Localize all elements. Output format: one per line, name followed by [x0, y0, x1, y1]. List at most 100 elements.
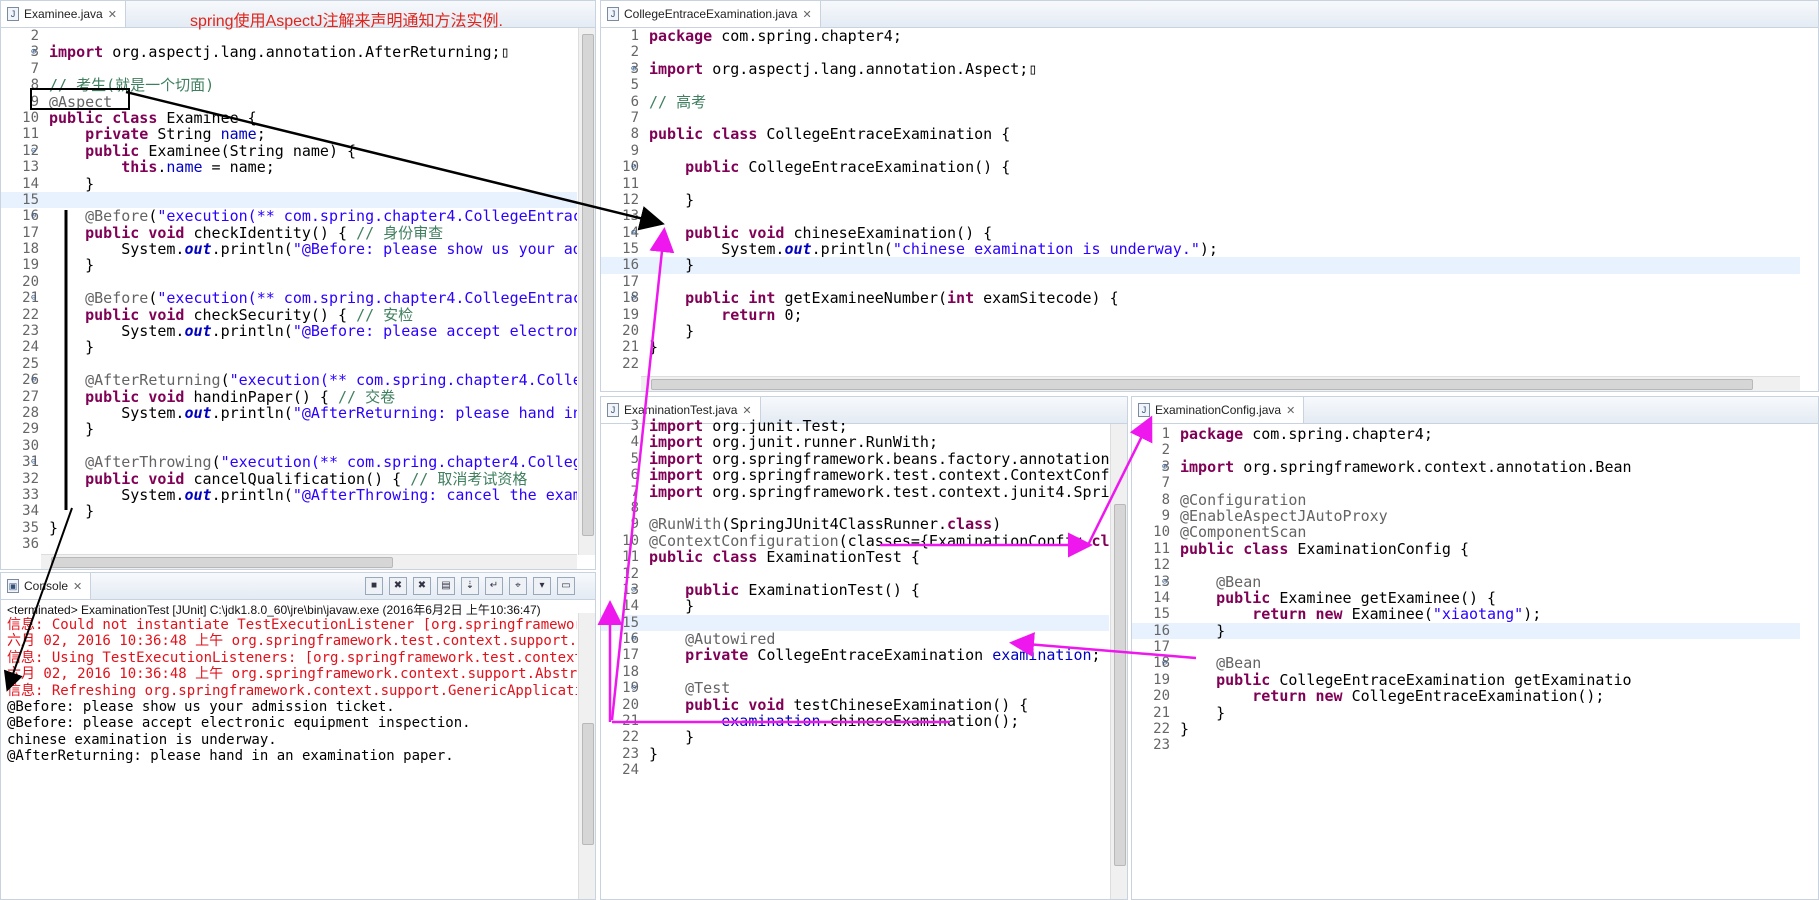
code-line[interactable]: 14 public Examinee getExaminee() {: [1132, 590, 1800, 606]
code-line[interactable]: 13⊖ public ExaminationTest() {: [601, 582, 1109, 598]
expand-fold-icon[interactable]: ⊕: [631, 63, 637, 74]
open-console-icon[interactable]: ▭: [557, 577, 575, 595]
code-line[interactable]: 22: [601, 356, 1800, 372]
remove-launch-icon[interactable]: ✖: [389, 577, 407, 595]
collapse-fold-icon[interactable]: ⊖: [31, 293, 37, 304]
horizontal-scrollbar[interactable]: [641, 376, 1800, 391]
code-line[interactable]: 20: [1, 274, 577, 290]
display-console-icon[interactable]: ▾: [533, 577, 551, 595]
code-line[interactable]: 23: [1132, 737, 1800, 753]
code-line[interactable]: 7: [1, 61, 577, 77]
close-icon[interactable]: ✕: [73, 580, 83, 593]
tab-config[interactable]: J ExaminationConfig.java ✕: [1132, 397, 1305, 423]
code-line[interactable]: 20 public void testChineseExamination() …: [601, 696, 1109, 713]
code-line[interactable]: 19 public CollegeEntraceExamination getE…: [1132, 672, 1800, 688]
code-line[interactable]: 9@Aspect: [1, 93, 577, 110]
code-line[interactable]: 9: [601, 143, 1800, 159]
code-line[interactable]: 2: [601, 44, 1800, 60]
code-line[interactable]: 16⊖ @Before("execution(** com.spring.cha…: [1, 208, 577, 224]
code-line[interactable]: 14 }: [601, 598, 1109, 614]
code-line[interactable]: 21}: [601, 339, 1800, 355]
code-line[interactable]: 28 System.out.println("@AfterReturning: …: [1, 405, 577, 421]
code-line[interactable]: 11: [601, 176, 1800, 192]
collapse-fold-icon[interactable]: ⊖: [31, 375, 37, 386]
code-line[interactable]: 22 public void checkSecurity() { // 安检: [1, 306, 577, 323]
vertical-scrollbar[interactable]: [1110, 424, 1127, 899]
code-line[interactable]: 3⊕import org.springframework.context.ann…: [1132, 459, 1800, 475]
expand-fold-icon[interactable]: ⊕: [1162, 461, 1168, 472]
code-line[interactable]: 22 }: [601, 729, 1109, 745]
collapse-fold-icon[interactable]: ⊖: [631, 584, 637, 595]
code-line[interactable]: 12⊖ public Examinee(String name) {: [1, 143, 577, 159]
close-icon[interactable]: ✕: [742, 404, 752, 417]
code-line[interactable]: 36: [1, 536, 577, 552]
code-line[interactable]: 33 System.out.println("@AfterThrowing: c…: [1, 487, 577, 503]
code-line[interactable]: 18⊖ @Bean: [1132, 655, 1800, 671]
code-line[interactable]: 16⊖ @Autowired: [601, 631, 1109, 647]
code-line[interactable]: 2: [1, 28, 577, 44]
code-line[interactable]: 14⊖ public void chineseExamination() {: [601, 224, 1800, 241]
horizontal-scrollbar[interactable]: [41, 554, 577, 569]
clear-console-icon[interactable]: ▤: [437, 577, 455, 595]
tab-examinee[interactable]: J Examinee.java ✕: [1, 1, 126, 27]
close-icon[interactable]: ✕: [802, 8, 812, 21]
code-line[interactable]: 10⊖ public CollegeEntraceExamination() {: [601, 159, 1800, 175]
code-line[interactable]: 24 }: [1, 339, 577, 355]
code-line[interactable]: 8@Configuration: [1132, 491, 1800, 508]
collapse-fold-icon[interactable]: ⊖: [631, 293, 637, 304]
code-line[interactable]: 14 }: [1, 175, 577, 192]
code-line[interactable]: 7: [601, 110, 1800, 126]
collapse-fold-icon[interactable]: ⊖: [631, 227, 637, 238]
close-icon[interactable]: ✕: [107, 8, 117, 21]
collapse-fold-icon[interactable]: ⊖: [1162, 576, 1168, 587]
scroll-lock-icon[interactable]: ⇣: [461, 577, 479, 595]
code-line[interactable]: 16 }: [601, 257, 1800, 274]
code-line[interactable]: 30: [1, 438, 577, 454]
collapse-fold-icon[interactable]: ⊖: [31, 457, 37, 468]
code-line[interactable]: 21 }: [1132, 704, 1800, 721]
code-line[interactable]: 18⊖ public int getExamineeNumber(int exa…: [601, 290, 1800, 306]
collapse-fold-icon[interactable]: ⊖: [631, 634, 637, 645]
code-line[interactable]: 7: [1132, 475, 1800, 491]
code-line[interactable]: 2: [1132, 442, 1800, 458]
code-line[interactable]: 8: [601, 500, 1109, 516]
code-line[interactable]: 15 return new Examinee("xiaotang");: [1132, 606, 1800, 622]
code-line[interactable]: 19 }: [1, 257, 577, 273]
code-line[interactable]: 13 this.name = name;: [1, 159, 577, 175]
code-line[interactable]: 24: [601, 762, 1109, 778]
code-line[interactable]: 13⊖ @Bean: [1132, 573, 1800, 590]
collapse-fold-icon[interactable]: ⊖: [631, 683, 637, 694]
code-line[interactable]: 12 }: [601, 192, 1800, 208]
collapse-fold-icon[interactable]: ⊖: [1162, 658, 1168, 669]
code-line[interactable]: 22}: [1132, 721, 1800, 737]
code-line[interactable]: 20 }: [601, 323, 1800, 339]
code-line[interactable]: 23}: [601, 746, 1109, 762]
code-line[interactable]: 27 public void handinPaper() { // 交卷: [1, 388, 577, 405]
code-line[interactable]: 25: [1, 356, 577, 372]
code-line[interactable]: 15: [1, 191, 577, 209]
code-line[interactable]: 15 System.out.println("chinese examinati…: [601, 241, 1800, 257]
code-line[interactable]: 15: [601, 614, 1109, 632]
remove-all-icon[interactable]: ✖: [413, 577, 431, 595]
code-line[interactable]: 32 public void cancelQualification() { /…: [1, 470, 577, 487]
code-line[interactable]: 5: [601, 77, 1800, 93]
code-line[interactable]: 6// 高考: [601, 93, 1800, 110]
code-line[interactable]: 13: [601, 208, 1800, 224]
code-line[interactable]: 11 private String name;: [1, 126, 577, 142]
pin-console-icon[interactable]: ⌖: [509, 577, 527, 595]
code-line[interactable]: 9@EnableAspectJAutoProxy: [1132, 508, 1800, 524]
code-line[interactable]: 10@ContextConfiguration(classes={Examina…: [601, 533, 1109, 549]
tab-console[interactable]: ▣ Console ✕: [1, 573, 92, 599]
code-line[interactable]: 12: [601, 566, 1109, 582]
code-line[interactable]: 3⊕import org.aspectj.lang.annotation.Aft…: [1, 44, 577, 60]
collapse-fold-icon[interactable]: ⊖: [31, 145, 37, 156]
